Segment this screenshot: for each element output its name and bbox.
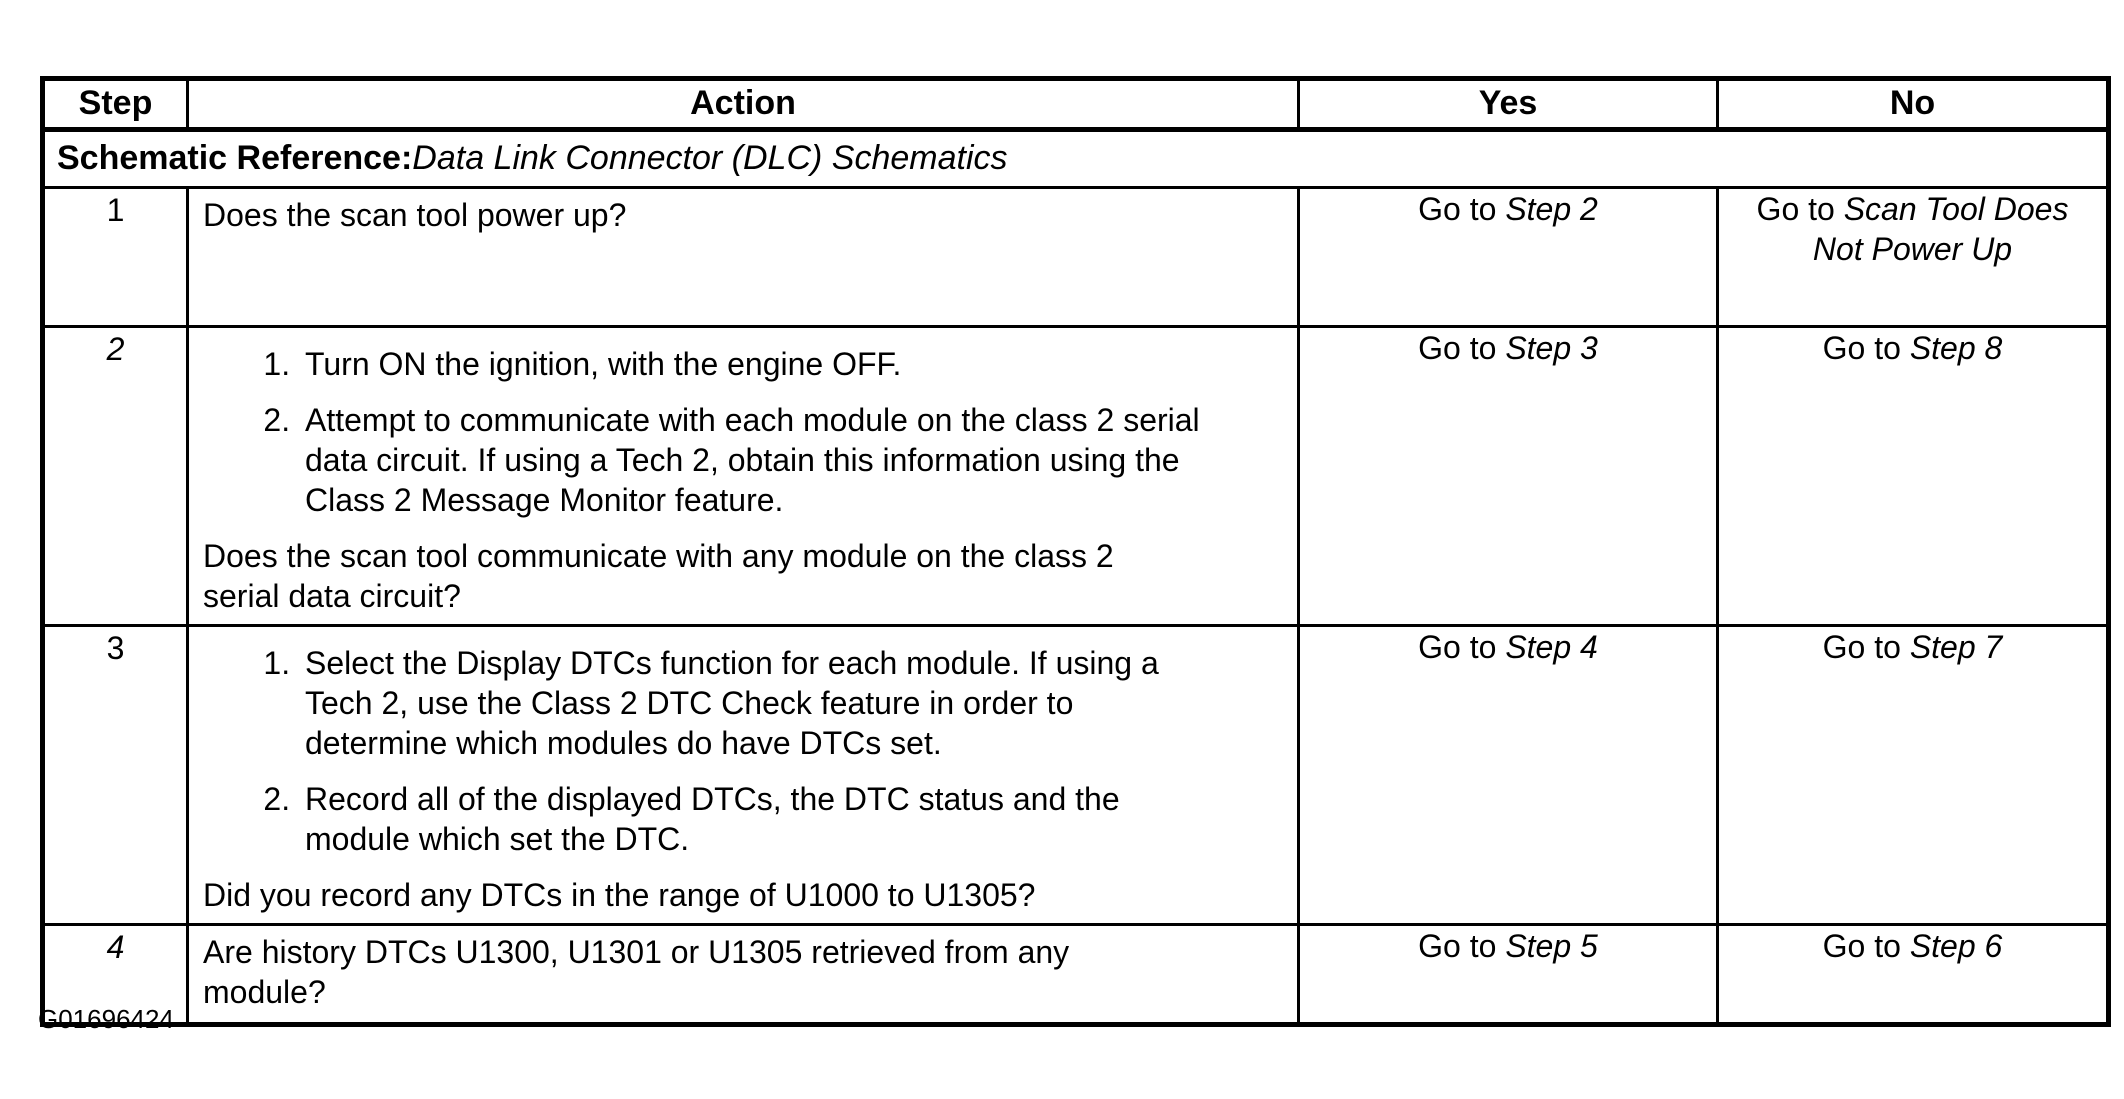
action-list-item: Attempt to communicate with each module …: [299, 400, 1205, 520]
action-question: Does the scan tool communicate with any …: [203, 538, 1114, 614]
schematic-reference-row: Schematic Reference:Data Link Connector …: [41, 128, 2110, 189]
table-row-step-4: 4 Are history DTCs U1300, U1301 or U1305…: [41, 923, 2110, 1026]
action-list-item: Turn ON the ignition, with the engine OF…: [299, 344, 1205, 384]
header-no: No: [1716, 77, 2110, 132]
header-yes: Yes: [1297, 77, 1719, 132]
schematic-reference-cell: Schematic Reference:Data Link Connector …: [41, 128, 2110, 189]
action-list: Select the Display DTCs function for eac…: [203, 643, 1287, 859]
no-cell: Go to Step 7: [1716, 624, 2110, 926]
no-goto: Go to Step 6: [1822, 928, 2003, 964]
step-number: 4: [41, 923, 189, 1026]
yes-goto: Go to Step 2: [1418, 191, 1598, 227]
step-number: 3: [41, 624, 189, 926]
schematic-reference-value: Data Link Connector (DLC) Schematics: [412, 139, 1008, 177]
step-number: 2: [41, 325, 189, 627]
table-row-step-3: 3 Select the Display DTCs function for e…: [41, 624, 2110, 926]
no-cell: Go to Step 6: [1716, 923, 2110, 1026]
no-cell: Go to Scan Tool Does Not Power Up: [1716, 186, 2110, 328]
yes-goto: Go to Step 4: [1418, 629, 1598, 665]
no-cell: Go to Step 8: [1716, 325, 2110, 627]
yes-goto: Go to Step 3: [1418, 330, 1598, 366]
action-cell: Does the scan tool power up?: [186, 186, 1300, 328]
no-goto: Go to Step 8: [1822, 330, 2003, 366]
action-list-item: Select the Display DTCs function for eac…: [299, 643, 1205, 763]
schematic-reference-label: Schematic Reference:: [57, 139, 413, 177]
header-step: Step: [41, 77, 189, 132]
action-cell: Are history DTCs U1300, U1301 or U1305 r…: [186, 923, 1300, 1026]
yes-cell: Go to Step 3: [1297, 325, 1719, 627]
yes-goto: Go to Step 5: [1418, 928, 1598, 964]
action-cell: Turn ON the ignition, with the engine OF…: [186, 325, 1300, 627]
table-row-step-1: 1 Does the scan tool power up? Go to Ste…: [41, 186, 2110, 328]
table-row-step-2: 2 Turn ON the ignition, with the engine …: [41, 325, 2110, 627]
no-goto: Go to Scan Tool Does Not Power Up: [1756, 191, 2069, 267]
header-action: Action: [186, 77, 1300, 132]
diagnostic-table: Step Action Yes No Schematic Reference:D…: [40, 76, 2111, 1027]
yes-cell: Go to Step 4: [1297, 624, 1719, 926]
action-list: Turn ON the ignition, with the engine OF…: [203, 344, 1287, 520]
no-goto: Go to Step 7: [1822, 629, 2003, 665]
action-question: Are history DTCs U1300, U1301 or U1305 r…: [203, 934, 1070, 1010]
step-number: 1: [41, 186, 189, 328]
action-cell: Select the Display DTCs function for eac…: [186, 624, 1300, 926]
action-question: Did you record any DTCs in the range of …: [203, 877, 1036, 913]
figure-id: G01696424: [38, 1004, 174, 1034]
yes-cell: Go to Step 5: [1297, 923, 1719, 1026]
yes-cell: Go to Step 2: [1297, 186, 1719, 328]
table-header-row: Step Action Yes No: [41, 77, 2110, 132]
action-question: Does the scan tool power up?: [203, 197, 627, 233]
action-list-item: Record all of the displayed DTCs, the DT…: [299, 779, 1205, 859]
